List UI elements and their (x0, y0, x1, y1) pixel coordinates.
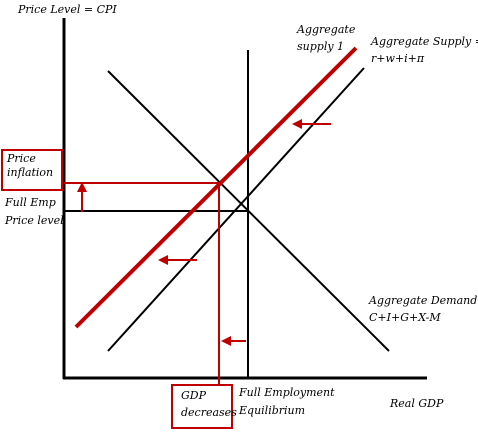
price-up-arrow (77, 182, 87, 212)
price-inflation-box: Price inflation (1, 149, 63, 191)
gdp-decreases-line1: GDP (181, 389, 207, 402)
x-axis-title: Real GDP (390, 397, 444, 410)
supply-shift-arrow-lower (158, 255, 197, 265)
ad-label-line1: Aggregate Demand = (369, 294, 478, 307)
aggregate-supply-1-curve (74, 46, 358, 329)
full-emp-price-line2: Price level (5, 214, 64, 227)
aggregate-demand-curve (107, 70, 390, 352)
supply-shift-arrow-upper (292, 119, 331, 129)
as-label-line1: Aggregate Supply = (371, 35, 478, 48)
full-emp-price-line1: Full Emp (5, 196, 56, 209)
as1-label-line2: supply 1 (297, 40, 345, 53)
gdp-decrease-arrow (221, 336, 246, 346)
gdp-decreases-line2: decreases (181, 406, 237, 419)
y-axis-title: Price Level = CPI (18, 3, 117, 16)
price-inflation-line2: inflation (7, 166, 54, 179)
price-inflation-line1: Price (7, 152, 36, 165)
full-employment-line2: Equilibrium (239, 404, 306, 417)
full-employment-line1: Full Employment (239, 386, 335, 399)
as-label-line2: r+w+i+π (371, 52, 425, 65)
as1-label-line1: Aggregate (297, 23, 356, 36)
gdp-decreases-box: GDP decreases (171, 384, 237, 429)
ad-label-line2: C+I+G+X-M (369, 311, 441, 324)
aggregate-supply-curve (107, 67, 365, 352)
